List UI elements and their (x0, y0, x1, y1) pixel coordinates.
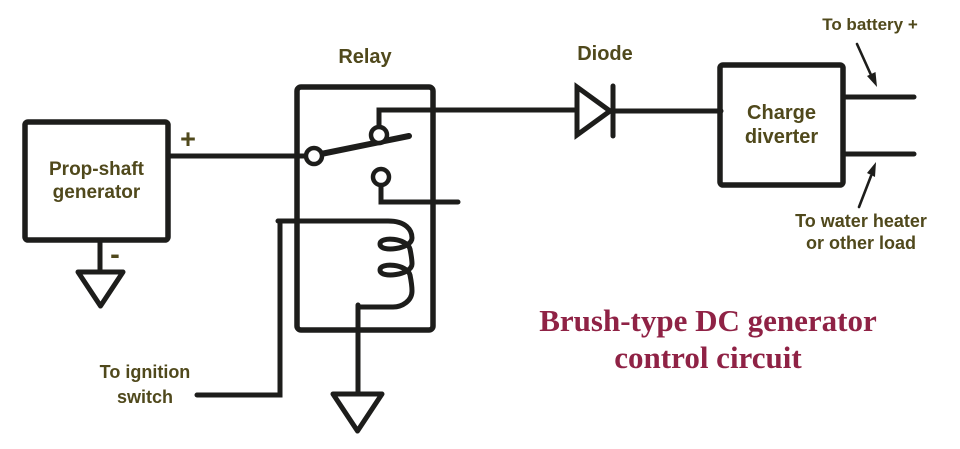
diode-label: Diode (577, 43, 633, 65)
ignition-wire (194, 219, 283, 398)
relay-coil (275, 218, 415, 310)
to-water-heater-label: To water heater or other load (795, 211, 927, 253)
relay-label: Relay (338, 46, 392, 68)
relay-lower-contact (370, 166, 392, 188)
relay-ground-icon (330, 391, 385, 434)
charge-diverter-box (717, 62, 846, 188)
load-arrow (857, 174, 873, 209)
relay-upper-contact (368, 124, 390, 146)
to-ignition-label: To ignition switch (99, 362, 191, 407)
minus-terminal-label: - (110, 239, 120, 271)
relay-common-contact (303, 145, 325, 167)
diode-icon (574, 82, 615, 140)
load-arrow-head-icon (867, 162, 876, 177)
diagram-title: Brush-type DC generator control circuit (539, 303, 877, 375)
switch-arm (318, 133, 412, 157)
to-battery-label: To battery + (822, 15, 918, 34)
generator-label: Prop-shaft generator (49, 158, 144, 203)
generator-ground-icon (75, 269, 126, 309)
charge-diverter-label: Charge diverter (744, 101, 819, 148)
wire-relay-to-diode (376, 107, 580, 130)
battery-arrow-head-icon (867, 72, 877, 87)
relay-box (294, 84, 436, 333)
generator-box (22, 119, 171, 243)
plus-terminal-label: + (180, 124, 196, 154)
relay-nc-stub-wire (378, 182, 461, 205)
battery-arrow (855, 42, 873, 77)
